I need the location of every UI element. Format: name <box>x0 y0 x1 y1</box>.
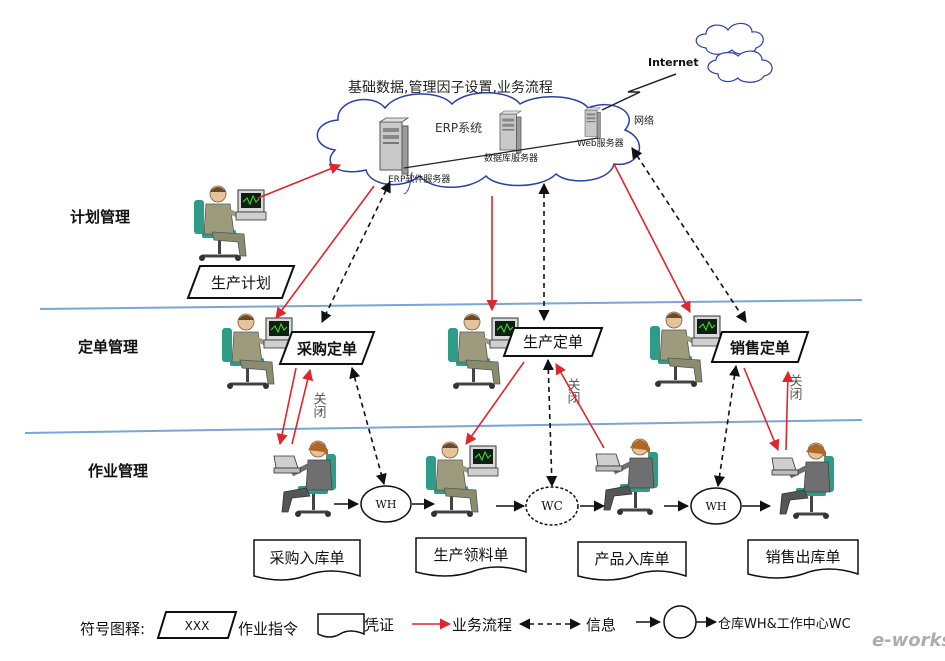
legend-title: 符号图释: <box>80 620 145 638</box>
erp-system-label: ERP系统 <box>435 121 482 135</box>
info-purchase-order-wh <box>349 366 387 486</box>
info-erp-sales-order <box>631 147 747 323</box>
legend-voucher-shape <box>317 613 365 638</box>
header-caption: 基础数据,管理因子设置,业务流程 <box>348 79 553 96</box>
wh-node-2 <box>690 487 742 525</box>
voucher-sales-out-label: 销售出库单 <box>765 548 840 566</box>
lane-label-plan: 计划管理 <box>70 208 130 226</box>
plan-instruction-shape <box>186 265 296 299</box>
legend: 符号图释: XXX 作业指令 凭证 业务流程 信息 仓库WH&工作中心WC <box>80 605 851 639</box>
close-label-sales: 关闭 <box>787 374 803 401</box>
flow-production-order-to-issue <box>465 361 525 445</box>
internet-link <box>601 73 677 111</box>
business-flow-arrows <box>257 163 794 452</box>
voucher-purchase-in <box>253 539 361 581</box>
internet-label: Internet <box>648 56 699 69</box>
internet-cloud-2 <box>707 50 773 83</box>
legend-instruction-shape <box>156 611 238 639</box>
legend-xxx-label: XXX <box>185 619 210 633</box>
production-order-shape <box>502 327 604 357</box>
plan-instruction-label: 生产计划 <box>211 274 271 292</box>
flow-receipt-close-purchase <box>291 368 314 445</box>
planner-figure <box>194 186 266 261</box>
sales-order-label: 销售定单 <box>730 339 790 357</box>
legend-flow-label: 业务流程 <box>452 616 512 634</box>
voucher-purchase-in-label: 采购入库单 <box>269 549 344 567</box>
voucher-sales-out <box>747 539 859 579</box>
flow-shipment-close-sales <box>782 370 794 451</box>
sales-out-clerk-figure <box>772 443 834 519</box>
server-network-link <box>403 137 599 169</box>
purchase-in-clerk-figure <box>274 441 336 517</box>
db-server-icon <box>499 110 522 154</box>
lane-label-operation: 作业管理 <box>88 462 148 480</box>
network-label: 网络 <box>634 114 654 127</box>
watermark-logo: e-works <box>872 630 945 651</box>
flow-erp-to-purchase-order <box>275 185 375 319</box>
purchase-order-shape <box>278 331 376 365</box>
sales-order-shape <box>710 331 810 363</box>
voucher-product-in-label: 产品入库单 <box>594 550 669 568</box>
legend-instruction-label: 作业指令 <box>238 620 298 638</box>
flow-purchase-order-to-receipt <box>276 367 297 446</box>
lane-divider-2 <box>24 419 863 434</box>
flow-erp-to-sales-order <box>613 163 691 313</box>
sales-order-clerk-figure <box>650 312 722 387</box>
web-server-icon <box>584 107 601 139</box>
purchase-order-clerk-figure <box>222 314 294 389</box>
legend-wh-wc-label: 仓库WH&工作中心WC <box>718 616 851 632</box>
erp-server-icon <box>379 117 409 175</box>
flow-product-in-close-production <box>555 363 605 449</box>
web-server-label: Web服务器 <box>577 137 624 149</box>
flow-sales-order-to-shipment <box>743 367 780 452</box>
wc-node-label: WC <box>541 499 563 513</box>
internet-cloud-1 <box>695 22 764 55</box>
legend-voucher-label: 凭证 <box>364 616 394 634</box>
db-server-label: 数据库服务器 <box>484 152 538 164</box>
wh-node-2-label: WH <box>706 500 727 513</box>
lane-label-order: 定单管理 <box>78 338 138 356</box>
info-sales-order-wh <box>713 364 741 488</box>
product-in-clerk-figure <box>596 439 658 515</box>
flow-plan-to-erp <box>257 163 342 199</box>
info-arrows <box>321 147 747 488</box>
voucher-material-issue <box>415 537 527 577</box>
material-flow-arrows <box>334 498 772 512</box>
cloud-tail <box>403 171 413 195</box>
voucher-product-in <box>577 541 687 581</box>
info-production-order-wc <box>542 358 558 488</box>
wh-node-1 <box>360 485 412 523</box>
close-label-purchase: 关闭 <box>311 392 327 419</box>
erp-server-label: ERP软件服务器 <box>388 173 450 185</box>
voucher-material-issue-label: 生产领料单 <box>433 546 508 564</box>
legend-info-label: 信息 <box>586 616 616 634</box>
info-erp-purchase-order <box>321 180 391 324</box>
legend-wh-wc-circle <box>663 605 697 639</box>
purchase-order-label: 采购定单 <box>296 340 357 358</box>
material-issue-clerk-figure <box>426 442 498 517</box>
production-order-label: 生产定单 <box>523 333 583 351</box>
wh-node-1-label: WH <box>376 498 397 511</box>
lane-divider-1 <box>39 299 863 310</box>
